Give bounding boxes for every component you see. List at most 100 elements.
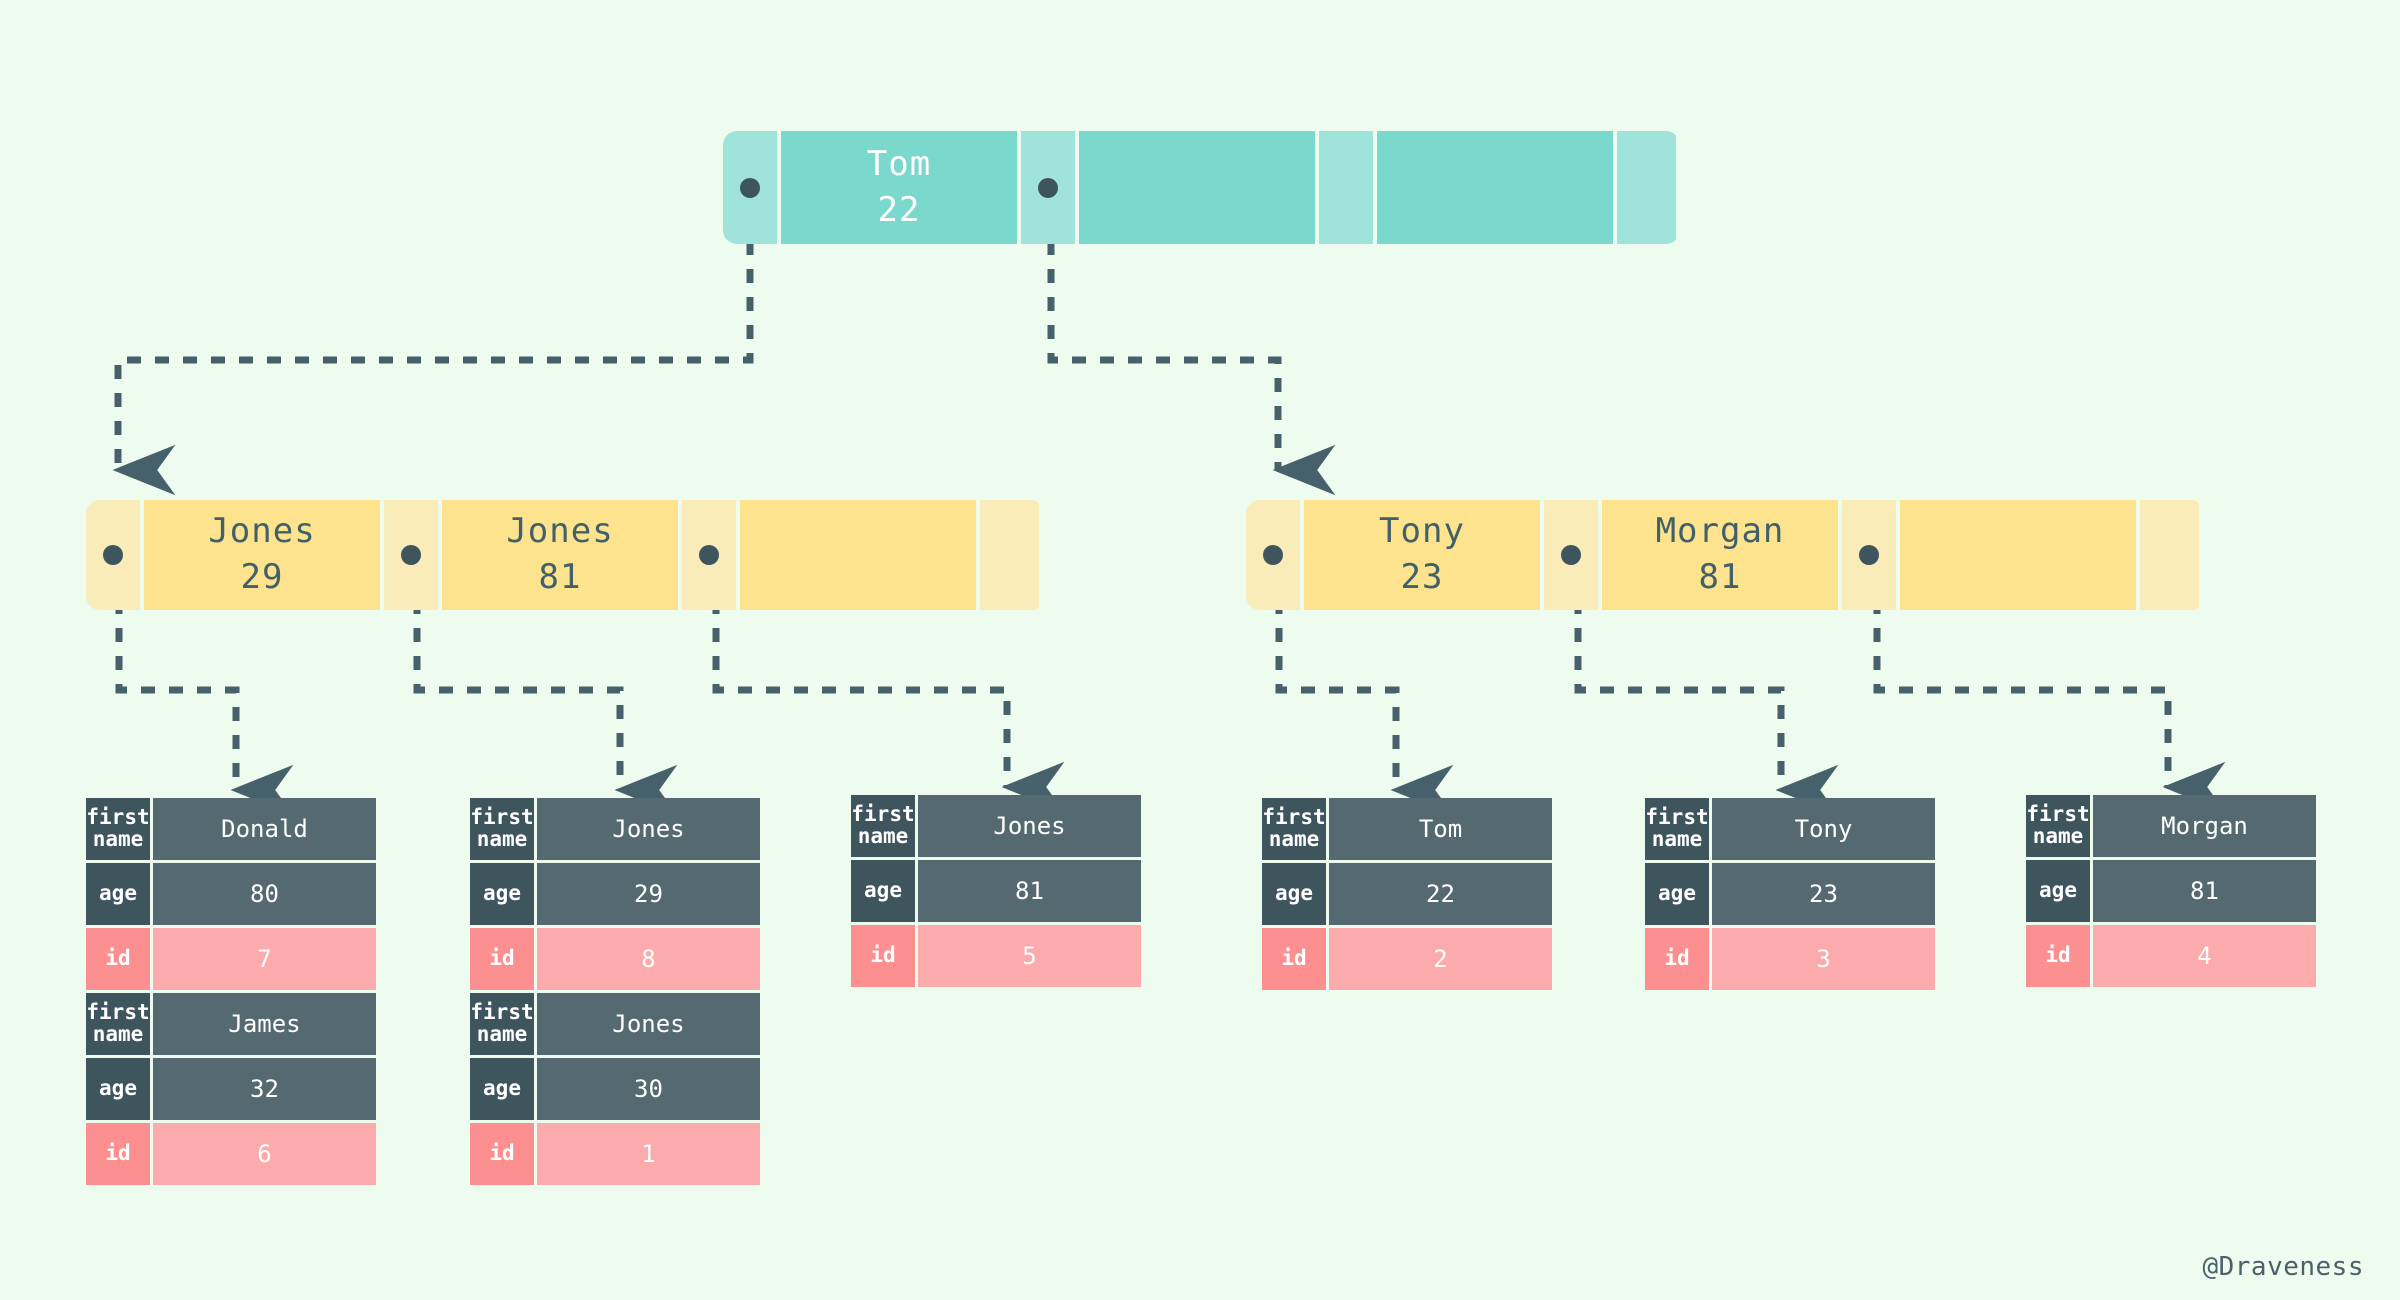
- field-value-id: 6: [153, 1123, 376, 1185]
- root-tail-cell[interactable]: [1617, 131, 1676, 244]
- internal-left-tail-cell[interactable]: [980, 500, 1039, 610]
- internal-right-key-1[interactable]: Morgan 81: [1602, 500, 1842, 610]
- wire-root-ptr0-to-internal-left: [112, 185, 754, 496]
- field-value-first-name: Tom: [1329, 798, 1552, 860]
- watermark: @Draveness: [2202, 1252, 2364, 1282]
- field-label-age: age: [851, 860, 915, 922]
- root-key-1-empty[interactable]: [1079, 131, 1319, 244]
- field-label-id: id: [470, 1123, 534, 1185]
- internal-right-pointer-0[interactable]: [1246, 500, 1304, 610]
- internal-right-key-0-name: Tony: [1379, 511, 1465, 552]
- internal-node-left[interactable]: Jones 29 Jones 81: [86, 500, 1045, 610]
- field-value-age: 22: [1329, 863, 1552, 925]
- field-value-id: 3: [1712, 928, 1935, 990]
- internal-left-pointer-1[interactable]: [384, 500, 442, 610]
- field-label-id: id: [470, 928, 534, 990]
- internal-left-key-1[interactable]: Jones 81: [442, 500, 682, 610]
- field-label-age: age: [86, 863, 150, 925]
- pointer-dot-icon: [699, 545, 719, 565]
- field-value-id: 8: [537, 928, 760, 990]
- root-pointer-1[interactable]: [1021, 131, 1079, 244]
- root-node[interactable]: Tom 22: [723, 131, 1680, 244]
- root-key-0[interactable]: Tom 22: [781, 131, 1021, 244]
- internal-left-pointer-0[interactable]: [86, 500, 144, 610]
- field-label-age: age: [2026, 860, 2090, 922]
- field-label-id: id: [86, 1123, 150, 1185]
- field-value-first-name: Jones: [918, 795, 1141, 857]
- wire-right-ptr1-to-leaf-5: [1574, 600, 1839, 816]
- field-value-first-name: Jones: [537, 993, 760, 1055]
- field-value-id: 5: [918, 925, 1141, 987]
- field-label-id: id: [851, 925, 915, 987]
- wire-left-ptr0-to-leaf-1: [115, 600, 294, 816]
- wire-right-ptr0-to-leaf-4: [1275, 600, 1454, 816]
- field-value-age: 81: [2093, 860, 2316, 922]
- field-label-id: id: [86, 928, 150, 990]
- field-value-age: 30: [537, 1058, 760, 1120]
- field-value-age: 81: [918, 860, 1141, 922]
- internal-right-key-2-empty[interactable]: [1900, 500, 2140, 610]
- field-value-first-name: Morgan: [2093, 795, 2316, 857]
- root-key-2-empty[interactable]: [1377, 131, 1617, 244]
- wire-right-ptr2-to-leaf-6: [1873, 600, 2226, 813]
- internal-left-key-1-name: Jones: [506, 511, 614, 552]
- field-value-first-name: Tony: [1712, 798, 1935, 860]
- field-label-age: age: [470, 1058, 534, 1120]
- internal-left-pointer-2[interactable]: [682, 500, 740, 610]
- internal-left-key-0[interactable]: Jones 29: [144, 500, 384, 610]
- internal-right-key-0[interactable]: Tony 23: [1304, 500, 1544, 610]
- field-label-id: id: [1262, 928, 1326, 990]
- wire-left-ptr2-to-leaf-3: [712, 600, 1065, 813]
- field-value-age: 29: [537, 863, 760, 925]
- root-pointer-0[interactable]: [723, 131, 781, 244]
- field-value-id: 7: [153, 928, 376, 990]
- internal-left-key-2-empty[interactable]: [740, 500, 980, 610]
- internal-left-key-0-value: 29: [240, 557, 284, 597]
- internal-node-right[interactable]: Tony 23 Morgan 81: [1246, 500, 2205, 610]
- internal-right-pointer-2[interactable]: [1842, 500, 1900, 610]
- internal-right-pointer-1[interactable]: [1544, 500, 1602, 610]
- root-pointer-2-empty[interactable]: [1319, 131, 1377, 244]
- internal-right-tail-cell[interactable]: [2140, 500, 2199, 610]
- field-label-age: age: [1645, 863, 1709, 925]
- pointer-dot-icon: [1038, 177, 1058, 198]
- pointer-dot-icon: [1263, 545, 1283, 565]
- internal-right-key-1-name: Morgan: [1655, 511, 1785, 552]
- pointer-dot-icon: [740, 177, 760, 198]
- field-value-first-name: Jones: [537, 798, 760, 860]
- field-value-id: 4: [2093, 925, 2316, 987]
- field-label-age: age: [86, 1058, 150, 1120]
- internal-left-key-1-value: 81: [538, 557, 582, 597]
- root-key-0-value: 22: [877, 189, 921, 230]
